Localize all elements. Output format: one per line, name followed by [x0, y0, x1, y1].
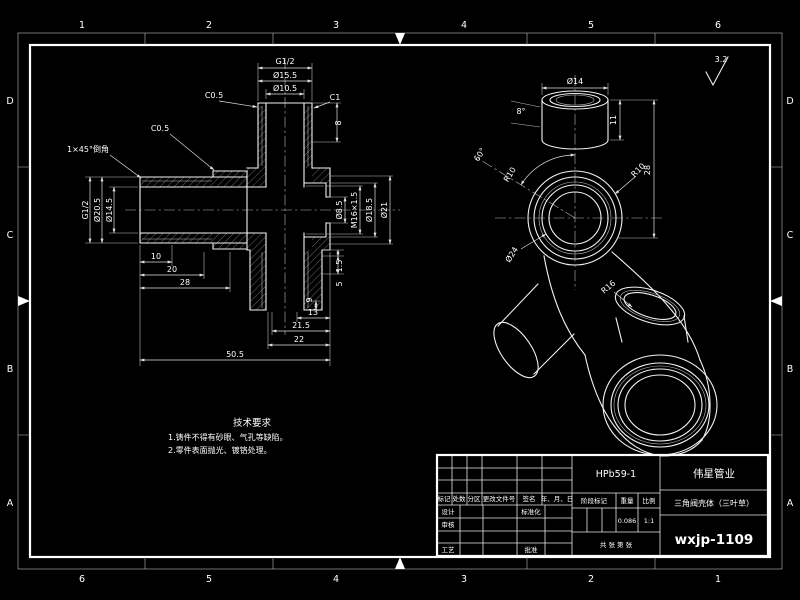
surface-finish-symbol: 3.2 [705, 55, 729, 87]
dim-dia-24: Ø24 [503, 245, 520, 264]
zone-label: 5 [206, 574, 212, 585]
design-label: 设计 [442, 507, 456, 516]
date-label: 年、月、日 [541, 494, 574, 503]
zone-label: C [787, 230, 794, 241]
dim-len-28: 28 [180, 278, 190, 287]
dim-len-10: 10 [151, 252, 161, 261]
tech-req-line-2: 2.零件表面抛光、镀铬处理。 [168, 445, 272, 455]
review-label: 审核 [442, 520, 456, 529]
drawing-frame [17, 32, 783, 570]
scale-value: 1:1 [644, 517, 654, 525]
dim-len-28: 28 [643, 165, 652, 175]
dim-angle-8: 8° [516, 107, 525, 116]
mark-label: 标记 [438, 494, 452, 503]
dim-dia-21: Ø21 [379, 202, 389, 218]
zone-label: A [787, 498, 794, 509]
dim-len-1-5: 1.5 [335, 260, 344, 273]
dim-dia-8-5: Ø8.5 [334, 200, 344, 219]
dim-len-9: 9 [305, 297, 314, 302]
approve-label: 批准 [525, 545, 539, 554]
dim-len-5: 5 [335, 281, 344, 286]
zone-label: C [7, 230, 14, 241]
dim-dia-20-5: Ø20.5 [92, 198, 102, 222]
process-label: 工艺 [442, 546, 456, 554]
dim-dia-18-5: Ø18.5 [364, 198, 374, 222]
change-doc-label: 更改文件号 [483, 494, 516, 503]
scale-label: 比例 [643, 496, 656, 505]
dim-chamfer-c1: C1 [330, 93, 341, 102]
dim-radius-r10-b: R10 [629, 161, 647, 179]
zone-label: 6 [79, 574, 85, 585]
front-view-hatching [140, 106, 330, 310]
drawing-number-field: wxjp-1109 [675, 532, 754, 548]
dim-thread-left: G1/2 [81, 200, 90, 219]
zone-label: 5 [588, 20, 594, 31]
dim-thread-m16: M16×1.5 [350, 192, 359, 229]
count-label: 处数 [453, 494, 467, 503]
tech-req-line-1: 1.铸件不得有砂眼、气孔等缺陷。 [168, 432, 288, 442]
title-block: HPb59-1 伟星管业 三角阀壳体（三叶草） wxjp-1109 阶段标记 重… [435, 453, 770, 558]
sheets-label: 共 张 第 张 [600, 540, 633, 549]
iso-geometry [493, 90, 718, 457]
dim-thread-top: G1/2 [275, 57, 294, 66]
dim-chamfer-c05-b: C0.5 [151, 124, 169, 133]
front-view-dim-lines [85, 63, 393, 366]
zone-label: 3 [333, 20, 339, 31]
zone-label: D [6, 96, 13, 107]
dim-len-13: 13 [308, 308, 318, 317]
surface-finish-value: 3.2 [715, 55, 728, 64]
stage-mark-label: 阶段标记 [581, 496, 608, 505]
weight-value: 0.086 [618, 517, 637, 525]
dim-len-50-5: 50.5 [226, 350, 244, 359]
dim-len-8: 8 [334, 120, 343, 125]
zone-label: B [7, 364, 14, 375]
iso-dim-lines [510, 83, 658, 308]
dim-dia-14-5: Ø14.5 [104, 198, 114, 222]
dim-angle-60: 60° [472, 146, 487, 163]
zone-label: 1 [79, 20, 85, 31]
zone-label: B [787, 364, 794, 375]
dim-radius-r10-a: R10 [502, 166, 518, 184]
sign-label: 签名 [523, 494, 536, 503]
dim-len-11: 11 [609, 115, 618, 125]
dim-dia-14: Ø14 [567, 76, 583, 86]
weight-label: 重量 [621, 497, 635, 505]
dim-len-22: 22 [294, 335, 304, 344]
dim-radius-r16: R16 [599, 279, 617, 296]
zone-label: 2 [588, 574, 594, 585]
dim-dia-15-5: Ø15.5 [273, 70, 297, 80]
frame-zone-labels: 1 2 3 4 5 6 6 5 4 3 2 1 D C B A D C B A [6, 20, 793, 585]
zone-label: 4 [333, 574, 339, 585]
zone-label-cell: 分区 [468, 494, 482, 503]
zone-label: 6 [715, 20, 721, 31]
front-view-centerlines [125, 58, 400, 335]
zone-label: 4 [461, 20, 467, 31]
standardize-label: 标准化 [521, 507, 541, 516]
tech-req-title: 技术要求 [233, 417, 272, 429]
company-field: 伟星管业 [693, 467, 735, 480]
zone-label: A [7, 498, 14, 509]
dim-chamfer-c05-a: C0.5 [205, 91, 223, 100]
zone-label: 3 [461, 574, 467, 585]
dim-dia-10-5: Ø10.5 [273, 83, 297, 93]
material-field: HPb59-1 [596, 469, 636, 480]
front-view-geometry [139, 102, 331, 311]
zone-label: 2 [206, 20, 212, 31]
zone-label: 1 [715, 574, 721, 585]
iso-view: Ø14 8° 11 28 R10 R10 60° Ø24 R16 [472, 75, 718, 457]
dim-len-21-5: 21.5 [292, 321, 310, 330]
zone-label: D [786, 96, 793, 107]
dim-len-20: 20 [167, 265, 177, 274]
front-view: G1/2 Ø15.5 Ø10.5 C0.5 C1 C0.5 1×45°倒角 G1… [67, 57, 400, 366]
tech-requirements: 技术要求 1.铸件不得有砂眼、气孔等缺陷。 2.零件表面抛光、镀铬处理。 [168, 417, 288, 455]
part-name-field: 三角阀壳体（三叶草） [674, 498, 754, 508]
chamfer-note: 1×45°倒角 [67, 144, 109, 154]
